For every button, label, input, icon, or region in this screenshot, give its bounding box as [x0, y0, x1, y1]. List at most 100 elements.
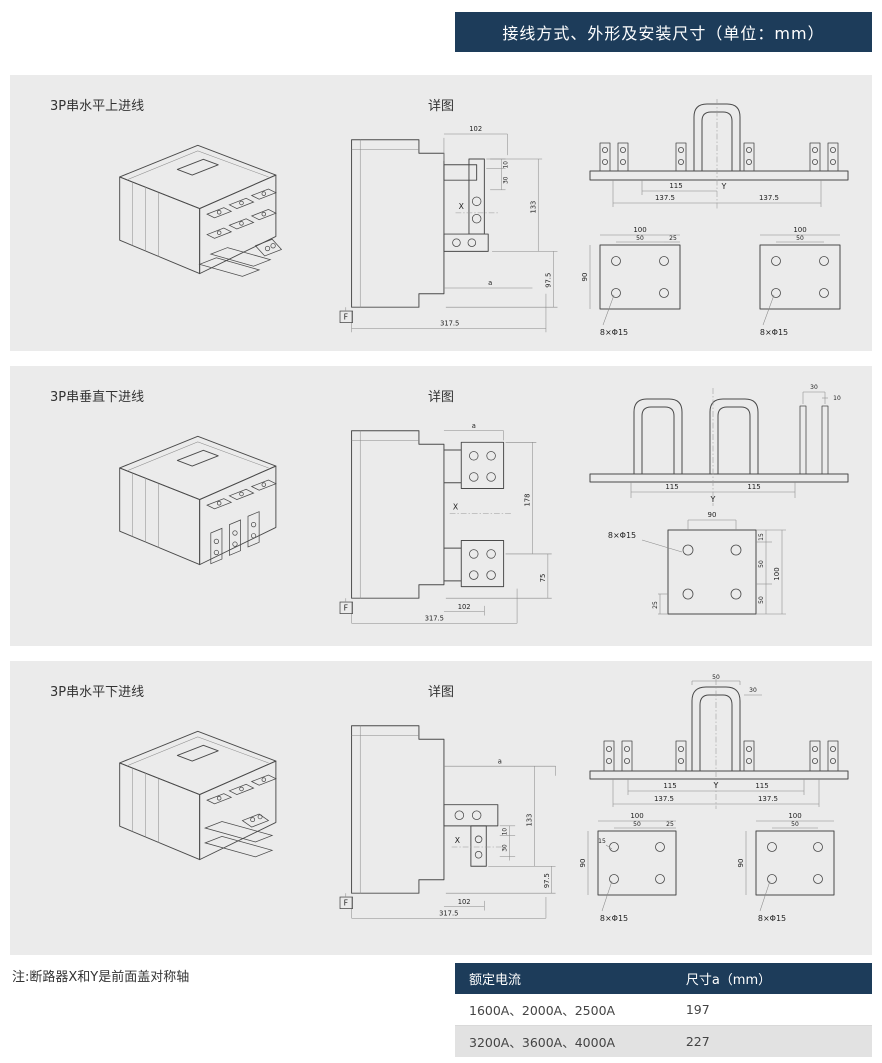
iso-breaker-drawing [119, 435, 277, 566]
busbar-assembly-front [589, 686, 849, 780]
axis-label-y: Y [710, 495, 716, 504]
dim-label: 133 [529, 201, 537, 214]
dim-label: 50 [633, 821, 641, 828]
dim-label: 137.5 [654, 795, 674, 803]
dimension-table: 额定电流 尺寸a（mm） 1600A、2000A、2500A 197 3200A… [455, 963, 872, 1057]
connection-plate [667, 529, 757, 615]
busbar-dimensions: 30 10 115 115 Y [630, 384, 841, 506]
detail-view-label: 详图 [428, 685, 455, 700]
dim-label-a: a [472, 422, 476, 430]
dim-label-a: a [488, 279, 492, 287]
dim-label: 10 [502, 828, 508, 836]
connection-plates [597, 830, 835, 896]
dim-label: 90 [581, 273, 589, 282]
side-view-drawing: 102 10 30 X 133 97.5 a 317.5 F [339, 125, 558, 333]
mounting-detail-drawing: 30 10 115 115 Y 90 8×Φ15 [589, 384, 849, 615]
terminal-blocks [206, 188, 277, 239]
col-rated-current: 额定电流 [455, 963, 672, 994]
dim-label: 75 [539, 574, 547, 583]
dim-label: 30 [502, 844, 508, 852]
iso-breaker-drawing [119, 144, 283, 277]
axis-label-x: X [459, 202, 465, 211]
page-title: 接线方式、外形及安装尺寸（单位：mm） [502, 24, 825, 43]
dim-label: 10 [833, 395, 841, 402]
dim-label: 50 [791, 821, 799, 828]
dim-label: 50 [758, 596, 765, 604]
holes-note: 8×Φ15 [758, 914, 786, 923]
dim-label: 100 [630, 812, 643, 820]
busbar-dimensions: 115 Y 137.5 137.5 [612, 99, 822, 209]
plate-dimensions: 90 8×Φ15 15 50 50 100 25 [608, 511, 786, 615]
breaker-body [119, 144, 277, 275]
busbar-assembly-front [589, 103, 849, 181]
col-dimension-a: 尺寸a（mm） [671, 963, 872, 994]
plate-dimensions: 100 50 25 90 15 8×Φ15 100 50 90 8×Φ15 [579, 812, 834, 923]
breaker-body [119, 435, 277, 566]
dim-label: 15 [758, 533, 765, 541]
breaker-body [119, 730, 277, 861]
mounting-detail-drawing: 50 30 115 Y 115 137.5 137.5 [579, 674, 849, 923]
section-vertical-bottom-inlet: 3P串垂直下进线 详图 [10, 366, 872, 646]
terminal-blocks [206, 774, 277, 805]
side-view-drawing: a X 178 75 102 317.5 F [339, 422, 552, 624]
dim-label: 115 [665, 483, 678, 491]
connection-plates [599, 244, 841, 310]
dim-label: 100 [788, 812, 801, 820]
axis-label-y: Y [713, 781, 719, 790]
dim-label: 100 [633, 226, 646, 234]
dimension-annotations: 102 10 30 X 133 97.5 a 317.5 F [339, 125, 558, 333]
holes-note: 8×Φ15 [600, 914, 628, 923]
terminal-bracket [443, 804, 499, 867]
dim-label: 102 [458, 898, 471, 906]
table-row: 1600A、2000A、2500A 197 [455, 994, 872, 1026]
dim-label: 178 [524, 494, 532, 507]
dim-label: 90 [579, 859, 587, 868]
dim-label: 97.5 [545, 273, 553, 288]
section-horizontal-bottom-inlet: 3P串水平下进线 详图 [10, 661, 872, 955]
busbar-arms [198, 238, 283, 277]
dim-label: 133 [526, 814, 534, 827]
page-title-bar: 接线方式、外形及安装尺寸（单位：mm） [455, 12, 872, 52]
dim-label: 30 [810, 384, 818, 391]
dim-label: 97.5 [543, 873, 551, 888]
table-row: 3200A、3600A、4000A 227 [455, 1025, 872, 1057]
footnote: 注:断路器X和Y是前面盖对称轴 [12, 970, 190, 985]
flat-busbars [204, 813, 274, 858]
dim-label: 137.5 [655, 194, 675, 202]
breaker-profile [351, 139, 445, 308]
dim-label: 30 [503, 176, 509, 184]
side-view-drawing: a X 10 30 133 97.5 102 317.5 F [339, 725, 556, 919]
dimension-a-cell: 197 [685, 1002, 710, 1017]
holes-note: 8×Φ15 [600, 328, 628, 337]
iso-breaker-drawing [119, 730, 277, 861]
dim-label: 317.5 [440, 319, 459, 327]
dim-label: 90 [708, 511, 717, 519]
detail-view-label: 详图 [428, 99, 455, 114]
axis-label-f: F [344, 899, 348, 908]
dim-label: 115 [669, 182, 682, 190]
dim-label: 317.5 [439, 909, 458, 917]
axis-label-f: F [344, 604, 348, 613]
detail-view-label: 详图 [428, 390, 455, 405]
dim-label-a: a [498, 757, 502, 765]
dim-label: 102 [469, 125, 482, 133]
dim-label: 25 [652, 601, 659, 609]
dimension-annotations: a X 178 75 102 317.5 F [339, 422, 552, 624]
dim-label: 137.5 [758, 795, 778, 803]
axis-label-f: F [344, 313, 348, 322]
dim-label: 10 [503, 161, 509, 169]
rated-current-cell: 3200A、3600A、4000A [469, 1035, 616, 1050]
holes-note: 8×Φ15 [608, 531, 636, 540]
dim-label: 25 [669, 235, 677, 242]
section-horizontal-top-inlet: 3P串水平上进线 详图 [10, 75, 872, 351]
dim-label: 15 [598, 838, 606, 845]
axis-label-x: X [455, 836, 461, 845]
plate-dimensions: 100 50 25 90 8×Φ15 100 50 8×Φ15 [581, 226, 840, 337]
busbar-assembly-top [589, 398, 849, 483]
dim-label: 50 [758, 560, 765, 568]
terminal-plates [443, 441, 505, 588]
dim-label: 30 [749, 687, 757, 694]
vertical-terminal-plates [210, 511, 260, 565]
axis-label-y: Y [721, 182, 727, 191]
section-title: 3P串垂直下进线 [50, 390, 145, 405]
